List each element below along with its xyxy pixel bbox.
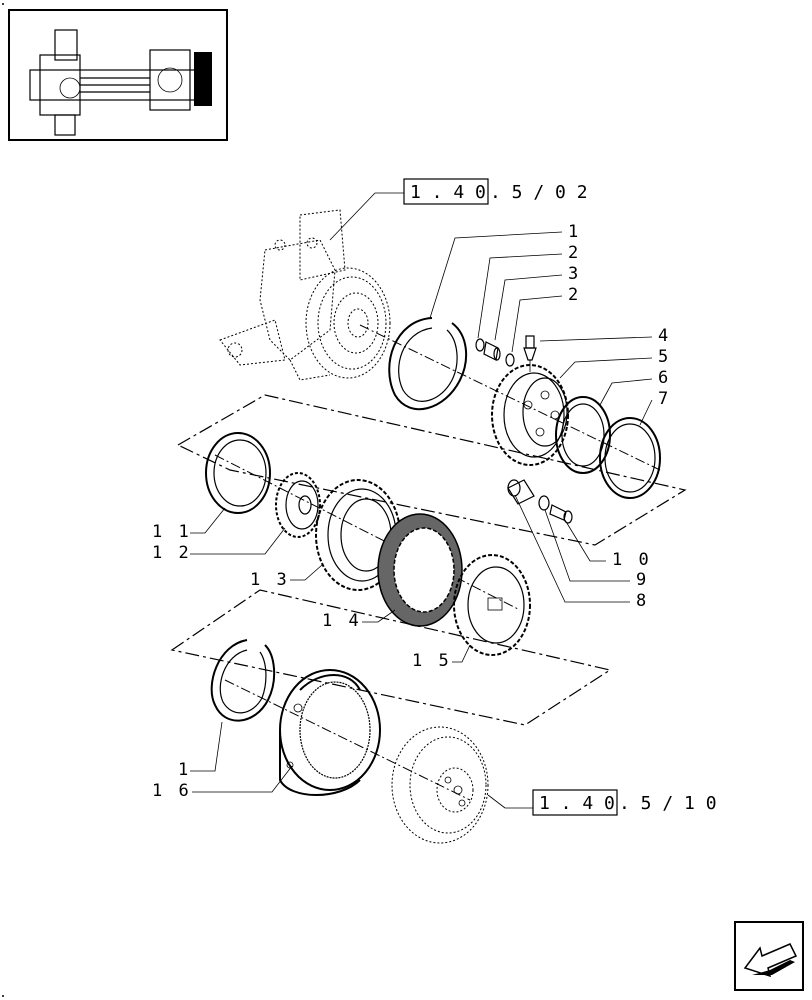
pin-part[interactable] xyxy=(483,341,501,361)
ref-bottom-boxed: 1 . 4 0 xyxy=(539,793,615,814)
planet-gear-part[interactable] xyxy=(275,472,321,538)
grease-nipple-part[interactable] xyxy=(523,335,537,372)
arrow-back-icon[interactable] xyxy=(734,921,804,991)
callout-11: 1 1 xyxy=(152,522,192,542)
planet-carrier-part[interactable] xyxy=(491,364,569,466)
callout-5: 5 xyxy=(658,347,671,367)
seal-ring-part[interactable] xyxy=(599,417,661,499)
wheel-hub-part xyxy=(391,726,489,844)
ref-bottom-suffix: . 5 / 1 0 xyxy=(619,793,717,814)
callout-12: 1 2 xyxy=(152,543,192,563)
callout-8: 8 xyxy=(636,591,649,611)
washer-part[interactable] xyxy=(538,495,550,511)
ring-gear-part[interactable] xyxy=(453,554,531,656)
callout-6: 6 xyxy=(658,368,671,388)
thrust-ring-part[interactable] xyxy=(205,432,271,514)
callout-1b: 1 xyxy=(178,760,191,780)
washer-part[interactable] xyxy=(475,338,485,352)
snap-ring-part[interactable] xyxy=(210,639,276,722)
callout-4: 4 xyxy=(658,326,671,346)
ref-top-suffix: . 5 / 0 2 xyxy=(490,182,588,203)
hub-housing-part xyxy=(219,209,391,381)
corner-mark xyxy=(2,3,4,997)
callout-14: 1 4 xyxy=(322,611,362,631)
snap-ring-part[interactable] xyxy=(388,317,468,411)
washer-part[interactable] xyxy=(505,353,515,367)
callout-10: 1 0 xyxy=(612,550,652,570)
bushing-part[interactable] xyxy=(507,479,535,505)
ref-top[interactable]: 1 . 4 0 . 5 / 0 2 xyxy=(329,178,588,241)
callout-2: 2 xyxy=(568,243,581,263)
ring-gear-housing-part[interactable] xyxy=(279,669,381,796)
callout-2b: 2 xyxy=(568,285,581,305)
callout-13: 1 3 xyxy=(250,570,290,590)
callout-15: 1 5 xyxy=(412,651,452,671)
ref-top-boxed: 1 . 4 0 xyxy=(410,182,486,203)
callout-16: 1 6 xyxy=(152,781,192,801)
callout-9: 9 xyxy=(636,570,649,590)
seal-ring-part[interactable] xyxy=(555,396,611,474)
bolt-part[interactable] xyxy=(549,504,573,524)
callout-labels: 1 2 3 2 4 5 6 7 1 0 9 8 1 1 1 2 1 3 1 4 … xyxy=(152,222,671,801)
ref-bottom[interactable]: 1 . 4 0 . 5 / 1 0 xyxy=(487,789,717,816)
friction-disc-part[interactable] xyxy=(377,513,463,627)
callout-7: 7 xyxy=(658,389,671,409)
callout-3: 3 xyxy=(568,264,581,284)
callout-1: 1 xyxy=(568,222,581,242)
overview-thumbnail[interactable] xyxy=(8,9,228,141)
